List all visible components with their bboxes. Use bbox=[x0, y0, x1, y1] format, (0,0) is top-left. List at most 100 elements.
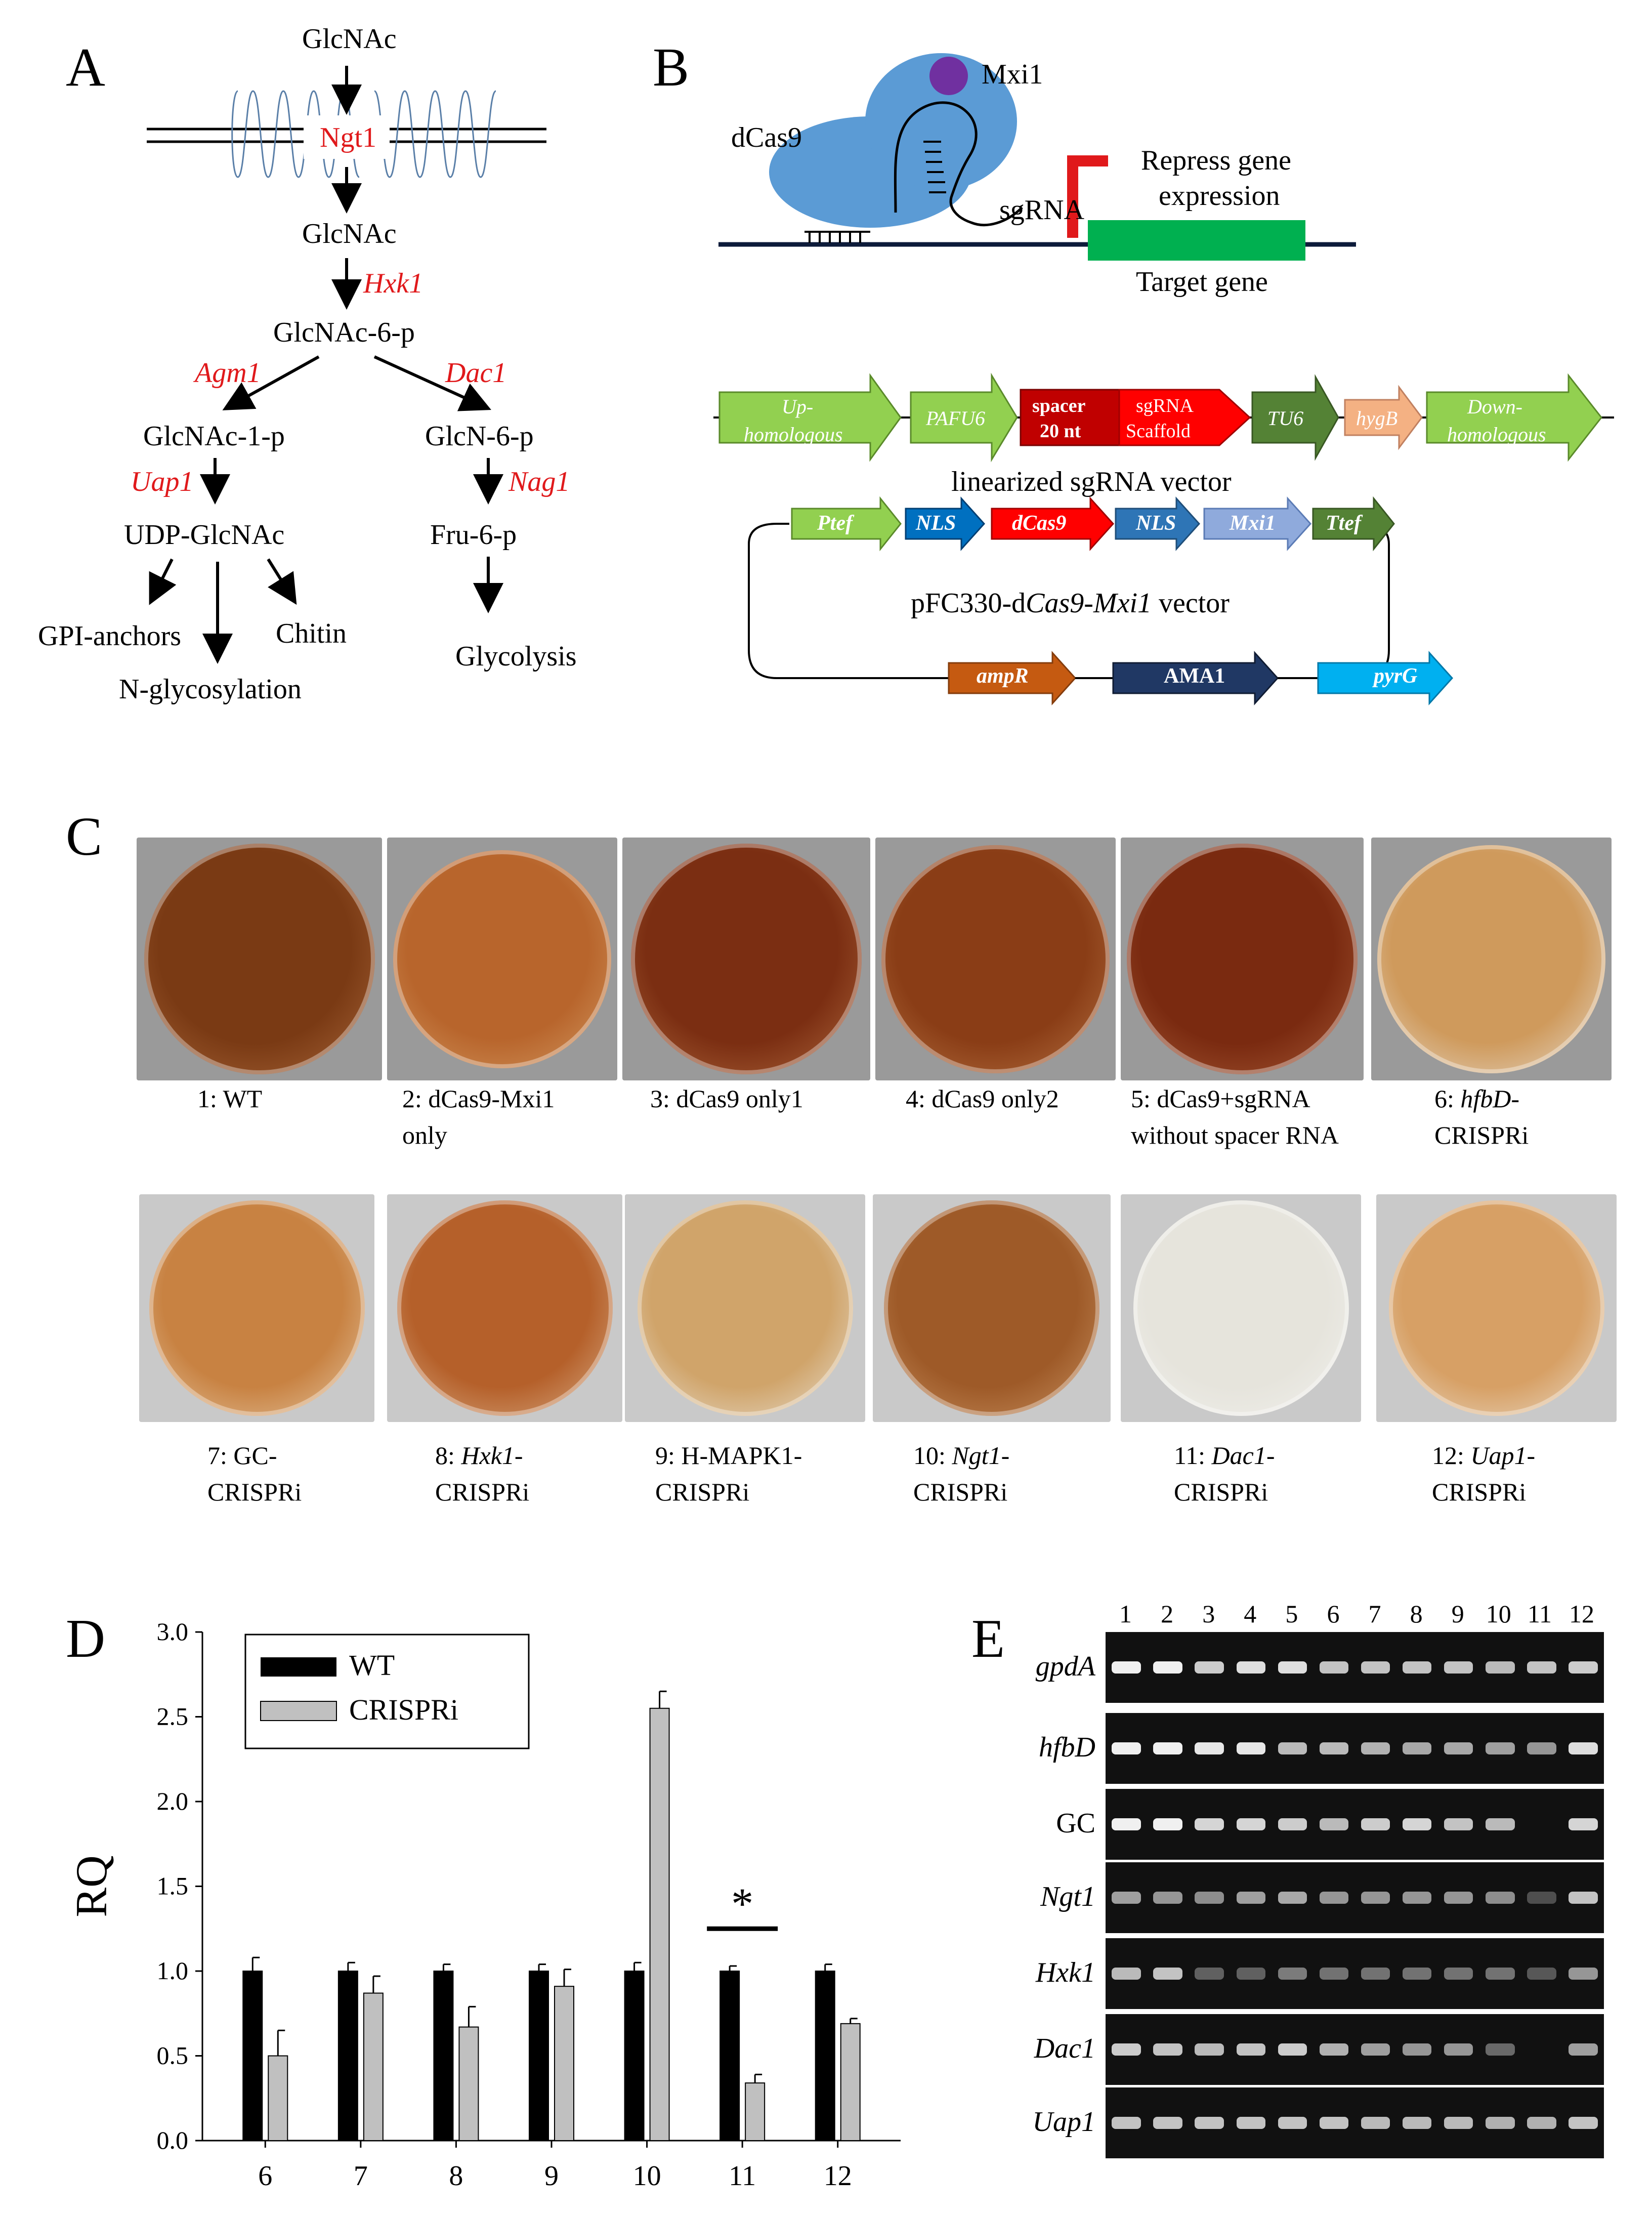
plate-caption-1: 1: WT bbox=[197, 1084, 263, 1113]
gel-band bbox=[1527, 2117, 1556, 2129]
gel-band bbox=[1444, 2117, 1473, 2129]
gel-band bbox=[1402, 2043, 1432, 2056]
gel-band bbox=[1195, 2043, 1224, 2056]
part-hygb: hygB bbox=[1356, 407, 1398, 430]
gel-band bbox=[1569, 1968, 1598, 1980]
plate-photo-5 bbox=[1121, 838, 1364, 1080]
plate-photo-11 bbox=[1121, 1194, 1361, 1422]
x-tick-label: 9 bbox=[544, 2160, 559, 2192]
plate-caption-10: 10: Ngt1-CRISPRi bbox=[913, 1441, 1010, 1506]
gel-band bbox=[1112, 1968, 1141, 1980]
part-ptef: Ptef bbox=[817, 512, 853, 535]
node-fru-6-p: Fru-6-p bbox=[430, 519, 517, 551]
part-spacer-2: 20 nt bbox=[1040, 421, 1081, 442]
gel-row-label: hfbD bbox=[1039, 1732, 1095, 1763]
gel-band bbox=[1402, 1968, 1432, 1980]
node-udp-glcnac: UDP-GlcNAc bbox=[124, 519, 285, 551]
culture-dish bbox=[631, 844, 862, 1074]
label-repress-line1: Repress gene bbox=[1141, 145, 1292, 176]
caption-linearized-vector: linearized sgRNA vector bbox=[951, 466, 1232, 497]
gel-band bbox=[1195, 1968, 1224, 1980]
plate-photo-9 bbox=[625, 1194, 865, 1422]
plate-photo-10 bbox=[873, 1194, 1111, 1422]
label-dcas9: dCas9 bbox=[731, 122, 802, 153]
gel-band bbox=[1319, 1892, 1349, 1904]
node-glcnac-1-p: GlcNAc-1-p bbox=[143, 421, 285, 452]
y-tick-label: 0.0 bbox=[157, 2126, 189, 2154]
part-tu6: TU6 bbox=[1267, 407, 1304, 430]
gel-band bbox=[1195, 1742, 1224, 1754]
y-tick-label: 2.5 bbox=[157, 1702, 189, 1731]
gel-band bbox=[1112, 2117, 1141, 2129]
gel-band bbox=[1486, 1661, 1515, 1674]
gel-band bbox=[1486, 1818, 1515, 1830]
panel-b-diagram bbox=[713, 53, 1614, 705]
culture-dish bbox=[1388, 1200, 1604, 1416]
plate-caption-8: 8: Hxk1-CRISPRi bbox=[435, 1441, 530, 1506]
gel-band bbox=[1486, 1742, 1515, 1754]
gel-band bbox=[1361, 2117, 1390, 2129]
gel-band bbox=[1569, 1661, 1598, 1674]
node-gpi-anchors: GPI-anchors bbox=[38, 620, 182, 652]
part-ttef: Ttef bbox=[1326, 512, 1361, 535]
gel-lane-number: 7 bbox=[1368, 1600, 1381, 1628]
gel-band bbox=[1569, 2043, 1598, 2056]
gel-band bbox=[1112, 2043, 1141, 2056]
plate-caption-4: 4: dCas9 only2 bbox=[906, 1084, 1059, 1113]
gel-row-hxk1 bbox=[1106, 1938, 1604, 2009]
gel-row-label: Hxk1 bbox=[1035, 1957, 1095, 1988]
gel-band bbox=[1361, 1892, 1390, 1904]
culture-dish bbox=[149, 1200, 365, 1416]
gel-band bbox=[1527, 1892, 1556, 1904]
gel-band bbox=[1527, 1742, 1556, 1754]
node-glcnac-6-p: GlcNAc-6-p bbox=[273, 317, 415, 348]
y-axis-label: RQ bbox=[67, 1855, 116, 1917]
gel-band bbox=[1486, 2043, 1515, 2056]
plate-caption-3: 3: dCas9 only1 bbox=[650, 1084, 803, 1113]
part-dcas9: dCas9 bbox=[1012, 512, 1067, 535]
gel-lane-number: 5 bbox=[1285, 1600, 1298, 1628]
part-up-homologous-1: Up- bbox=[782, 395, 814, 418]
gel-band bbox=[1402, 2117, 1432, 2129]
gel-band bbox=[1569, 2117, 1598, 2129]
gel-band bbox=[1402, 1742, 1432, 1754]
plate-caption-12: 12: Uap1-CRISPRi bbox=[1432, 1441, 1536, 1506]
node-glcnac-intracellular: GlcNAc bbox=[302, 218, 397, 249]
culture-dish bbox=[637, 1200, 853, 1416]
gel-band bbox=[1236, 1892, 1266, 1904]
gel-band bbox=[1195, 1818, 1224, 1830]
node-ngt1-transporter: Ngt1 bbox=[320, 122, 376, 153]
culture-dish bbox=[397, 1200, 613, 1416]
gel-band bbox=[1153, 1968, 1182, 1980]
plate-photo-1 bbox=[137, 838, 382, 1080]
gel-band bbox=[1361, 1742, 1390, 1754]
gel-band bbox=[1236, 1661, 1266, 1674]
enzyme-hxk1: Hxk1 bbox=[363, 268, 423, 299]
gel-band bbox=[1153, 2117, 1182, 2129]
culture-dish bbox=[884, 1200, 1099, 1416]
plate-photo-2 bbox=[387, 838, 617, 1080]
gel-band bbox=[1444, 1968, 1473, 1980]
part-pafu6: PAFU6 bbox=[926, 407, 986, 430]
panel-c-letter: C bbox=[66, 807, 103, 867]
gel-row-label: gpdA bbox=[1035, 1651, 1095, 1682]
part-mxi1: Mxi1 bbox=[1230, 512, 1276, 535]
plate-caption-7: 7: GC-CRISPRi bbox=[207, 1441, 302, 1506]
gel-row-gc bbox=[1106, 1789, 1604, 1860]
enzyme-uap1: Uap1 bbox=[131, 466, 194, 497]
gel-row-hfbd bbox=[1106, 1713, 1604, 1784]
gel-band bbox=[1319, 1818, 1349, 1830]
part-spacer-1: spacer bbox=[1032, 395, 1086, 416]
label-repress-line2: expression bbox=[1159, 180, 1280, 212]
node-glcnac-extracellular: GlcNAc bbox=[302, 23, 397, 55]
dcas9-protein-icon bbox=[769, 53, 1017, 228]
bar-crispri-11 bbox=[745, 2082, 766, 2141]
gel-band bbox=[1278, 1968, 1307, 1980]
x-tick-label: 10 bbox=[633, 2160, 661, 2192]
bar-wt-10 bbox=[624, 1971, 645, 2141]
y-tick-label: 2.0 bbox=[157, 1787, 189, 1815]
gel-lane-number: 10 bbox=[1486, 1600, 1511, 1628]
plate-photo-6 bbox=[1371, 838, 1612, 1080]
